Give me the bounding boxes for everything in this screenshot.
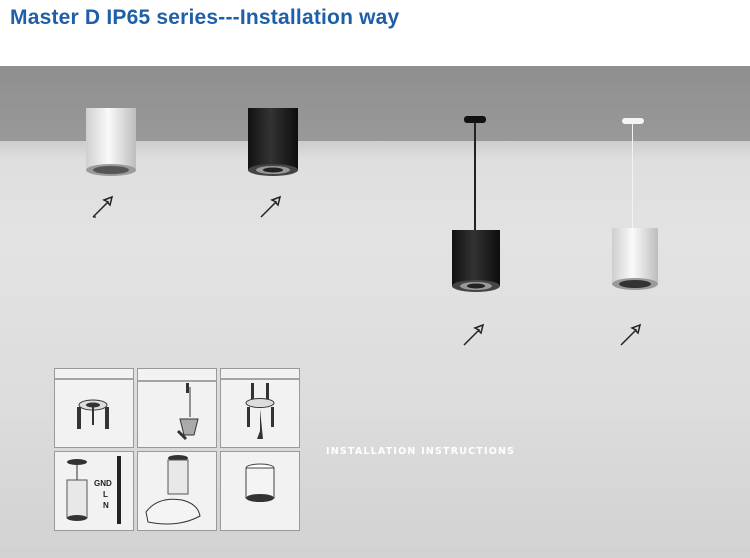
wiring-label-n: N <box>103 501 109 510</box>
arrow-icon <box>92 195 114 218</box>
black-pendant-cord <box>474 122 476 232</box>
white-pendant-canopy <box>622 118 644 124</box>
arrow-icon <box>620 323 642 346</box>
step-4-thumbnail: GND L N <box>54 451 134 531</box>
installation-scene: GND L N INSTALLATION INSTRUCTIONS <box>0 66 750 558</box>
black-surface-fixture <box>248 108 298 176</box>
black-pendant-canopy <box>464 116 486 123</box>
black-pendant-fixture <box>452 230 500 292</box>
step-6-thumbnail <box>220 451 300 531</box>
page-title: Master D IP65 series---Installation way <box>10 6 400 29</box>
installation-instructions-label: INSTALLATION INSTRUCTIONS <box>326 446 516 457</box>
step-1-thumbnail <box>54 368 134 448</box>
wiring-label-l: L <box>103 490 108 499</box>
wiring-label-gnd: GND <box>94 479 112 488</box>
step-3-thumbnail <box>220 368 300 448</box>
white-pendant-cord <box>632 123 633 231</box>
ceiling-shadow <box>0 141 750 159</box>
white-surface-fixture <box>86 108 136 176</box>
arrow-icon <box>463 323 485 346</box>
step-5-thumbnail <box>137 451 217 531</box>
arrow-icon <box>260 195 282 218</box>
white-pendant-fixture <box>612 228 658 290</box>
step-2-thumbnail <box>137 368 217 448</box>
